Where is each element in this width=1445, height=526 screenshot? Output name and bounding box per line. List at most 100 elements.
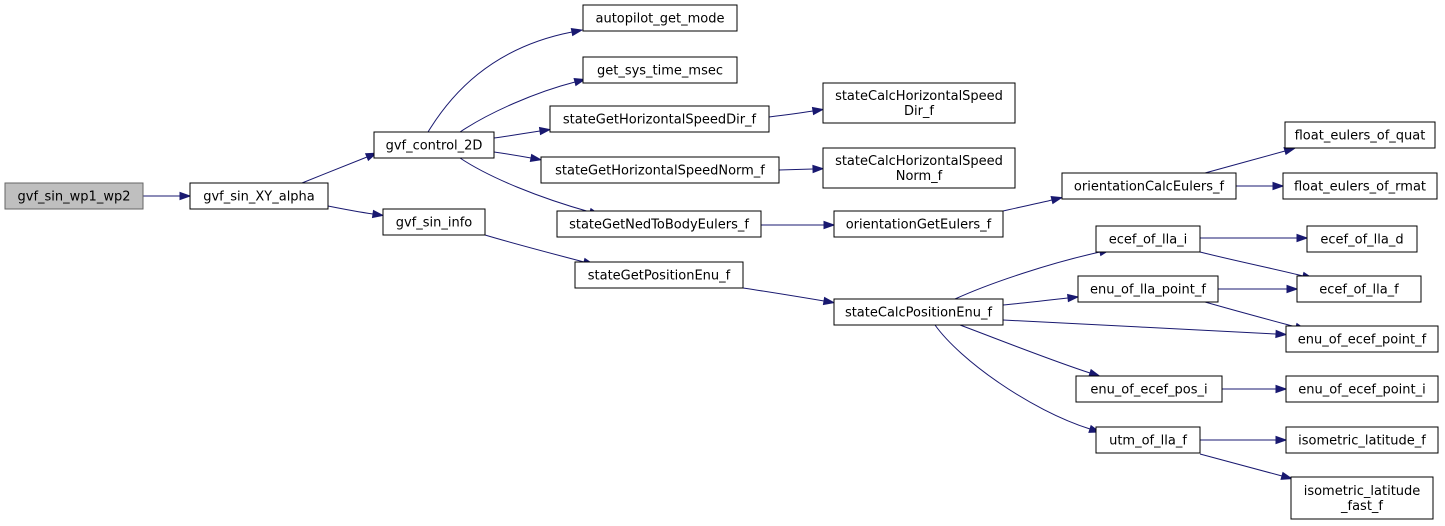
node-float_eulers_of_quat[interactable]: float_eulers_of_quat <box>1284 121 1436 149</box>
arrowhead <box>1272 181 1285 191</box>
edge-stateGetNedToBodyEulers_f-to-orientationGetEulers_f <box>761 220 836 230</box>
node-enu_of_ecef_pos_i[interactable]: enu_of_ecef_pos_i <box>1075 375 1223 403</box>
node-stateCalcPositionEnu_f[interactable]: stateCalcPositionEnu_f <box>833 298 1004 326</box>
node-box <box>189 182 329 210</box>
arrowhead <box>823 220 836 230</box>
node-box <box>822 82 1016 124</box>
node-label: enu_of_ecef_point_f <box>1298 333 1427 348</box>
node-label: ecef_of_lla_f <box>1319 283 1399 298</box>
node-enu_of_ecef_point_f[interactable]: enu_of_ecef_point_f <box>1285 325 1439 353</box>
edge-line <box>1204 150 1286 174</box>
node-box <box>1290 476 1434 520</box>
edge-line <box>1204 301 1297 328</box>
node-label: Norm_f <box>896 169 943 184</box>
node-isometric_latitude_fast_f[interactable]: isometric_latitude_fast_f <box>1290 476 1434 520</box>
node-stateGetPositionEnu_f[interactable]: stateGetPositionEnu_f <box>574 261 744 289</box>
node-isometric_latitude_f[interactable]: isometric_latitude_f <box>1285 426 1439 454</box>
node-gvf_control_2D[interactable]: gvf_control_2D <box>373 131 495 159</box>
edge-orientationCalcEulers_f-to-float_eulers_of_quat <box>1204 147 1297 174</box>
arrowhead <box>529 153 543 163</box>
edge-stateCalcPositionEnu_f-to-utm_of_lla_f <box>934 324 1101 433</box>
node-box <box>1285 325 1439 353</box>
node-gvf_sin_wp1_wp2: gvf_sin_wp1_wp2 <box>4 182 144 210</box>
arrowhead <box>1088 368 1101 377</box>
node-box <box>574 261 744 289</box>
edge-line <box>778 168 814 171</box>
node-label: autopilot_get_mode <box>596 12 725 27</box>
arrowhead <box>812 164 825 174</box>
edge-stateGetPositionEnu_f-to-stateCalcPositionEnu_f <box>742 287 836 306</box>
arrowhead <box>371 209 385 219</box>
node-ecef_of_lla_d[interactable]: ecef_of_lla_d <box>1306 225 1418 253</box>
edge-stateCalcPositionEnu_f-to-enu_of_lla_point_f <box>1002 293 1080 306</box>
edge-line <box>1002 199 1053 212</box>
edge-gvf_sin_XY_alpha-to-gvf_control_2D <box>301 152 378 184</box>
node-enu_of_lla_point_f[interactable]: enu_of_lla_point_f <box>1077 275 1219 303</box>
node-label: isometric_latitude <box>1304 484 1421 499</box>
edge-line <box>768 110 814 118</box>
arrowhead <box>1050 196 1064 205</box>
edge-line <box>954 251 1101 300</box>
node-label: utm_of_lla_f <box>1109 434 1187 449</box>
node-stateGetNedToBodyEulers_f[interactable]: stateGetNedToBodyEulers_f <box>556 210 762 238</box>
node-label: stateCalcPositionEnu_f <box>845 306 993 321</box>
node-box <box>1061 172 1237 200</box>
edge-line <box>934 324 1091 430</box>
node-orientationGetEulers_f[interactable]: orientationGetEulers_f <box>833 210 1004 238</box>
edge-line <box>1002 319 1277 335</box>
edge-line <box>959 324 1091 374</box>
node-get_sys_time_msec[interactable]: get_sys_time_msec <box>582 56 738 84</box>
node-label: gvf_control_2D <box>386 139 483 154</box>
node-box <box>582 56 738 84</box>
node-float_eulers_of_rmat[interactable]: float_eulers_of_rmat <box>1282 172 1438 200</box>
node-autopilot_get_mode[interactable]: autopilot_get_mode <box>582 4 738 32</box>
node-box <box>1296 275 1422 303</box>
node-gvf_sin_XY_alpha[interactable]: gvf_sin_XY_alpha <box>189 182 329 210</box>
edge-line <box>1199 251 1304 277</box>
edge-line <box>493 130 541 139</box>
edge-utm_of_lla_f-to-isometric_latitude_fast_f <box>1199 453 1294 480</box>
node-utm_of_lla_f[interactable]: utm_of_lla_f <box>1095 426 1201 454</box>
edge-enu_of_lla_point_f-to-ecef_of_lla_f <box>1218 284 1299 294</box>
node-box <box>1285 426 1439 454</box>
edges-layer <box>143 27 1315 480</box>
node-box <box>556 210 762 238</box>
nodes-layer: gvf_sin_wp1_wp2 gvf_sin_XY_alpha gvf_contr… <box>4 4 1439 520</box>
node-label: get_sys_time_msec <box>597 64 723 79</box>
edge-gvf_control_2D-to-stateGetHorizontalSpeedDir_f <box>493 126 552 139</box>
node-ecef_of_lla_f[interactable]: ecef_of_lla_f <box>1296 275 1422 303</box>
node-label: stateCalcHorizontalSpeed <box>835 154 1003 169</box>
edge-line <box>1199 453 1283 477</box>
node-box <box>1306 225 1418 253</box>
node-box <box>1095 426 1201 454</box>
edge-gvf_control_2D-to-autopilot_get_mode <box>427 27 584 133</box>
node-box <box>373 131 495 159</box>
node-stateGetHorizontalSpeedNorm_f[interactable]: stateGetHorizontalSpeedNorm_f <box>540 156 780 184</box>
edge-stateCalcPositionEnu_f-to-enu_of_ecef_point_f <box>1002 319 1288 339</box>
arrowhead <box>570 27 584 37</box>
arrowhead <box>1283 147 1297 156</box>
node-gvf_sin_info[interactable]: gvf_sin_info <box>382 208 486 236</box>
node-enu_of_ecef_point_i[interactable]: enu_of_ecef_point_i <box>1285 375 1439 403</box>
node-label: stateGetPositionEnu_f <box>588 269 731 284</box>
arrowhead <box>1275 435 1288 445</box>
node-box <box>833 210 1004 238</box>
node-box <box>1075 375 1223 403</box>
node-stateGetHorizontalSpeedDir_f[interactable]: stateGetHorizontalSpeedDir_f <box>549 105 770 133</box>
node-box <box>549 105 770 133</box>
arrowhead <box>1296 233 1309 243</box>
node-ecef_of_lla_i[interactable]: ecef_of_lla_i <box>1095 225 1201 253</box>
node-box <box>382 208 486 236</box>
arrowhead <box>179 191 192 201</box>
edge-line <box>459 157 591 213</box>
node-label: gvf_sin_wp1_wp2 <box>18 190 131 205</box>
edge-line <box>493 151 532 159</box>
edge-line <box>459 81 576 133</box>
node-label: Dir_f <box>904 104 934 119</box>
edge-orientationCalcEulers_f-to-float_eulers_of_rmat <box>1236 181 1285 191</box>
node-box <box>1285 375 1439 403</box>
node-orientationCalcEulers_f[interactable]: orientationCalcEulers_f <box>1061 172 1237 200</box>
